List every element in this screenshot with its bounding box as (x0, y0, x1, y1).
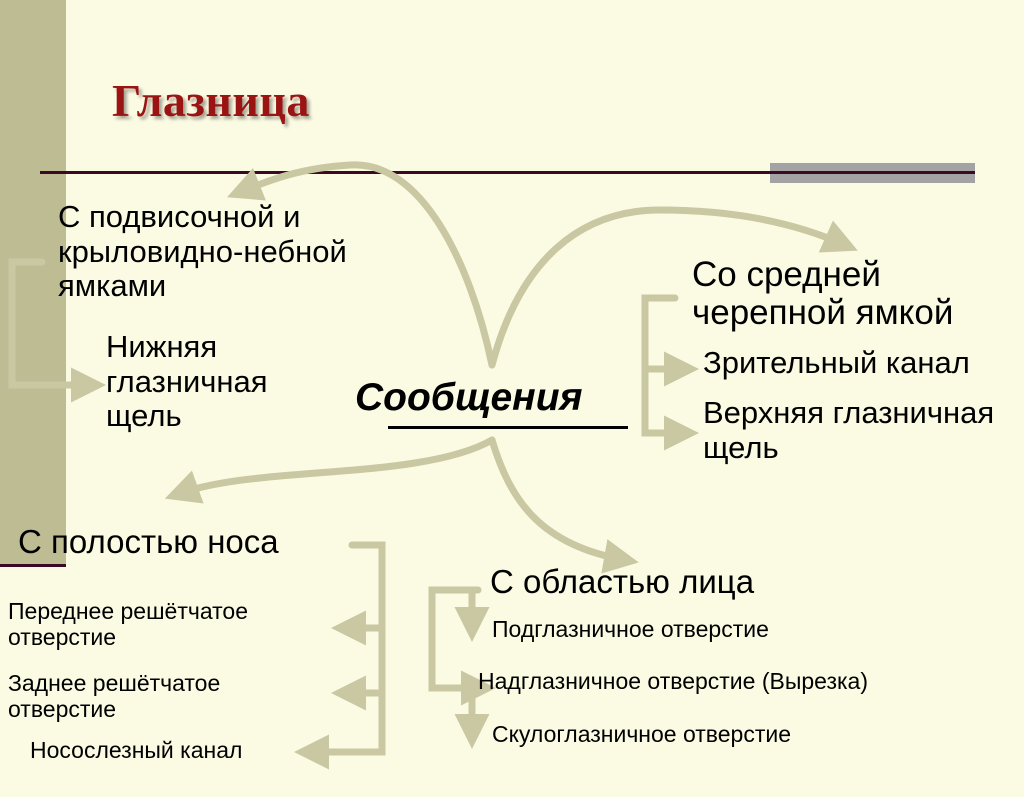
node-superior-fissure: Верхняя глазничная щель (703, 395, 995, 465)
node-infraorbital: Подглазничное отверстие (492, 616, 769, 642)
arrow-to-middle-fossa (488, 206, 858, 369)
node-optic-canal: Зрительный канал (703, 345, 970, 380)
node-posterior-ethmoidal: Заднее решётчатое отверстие (8, 670, 221, 723)
bracket-infratemporal (8, 258, 106, 403)
title-rule (40, 171, 975, 174)
node-anterior-ethmoidal: Переднее решётчатое отверстие (8, 598, 248, 651)
node-face: С областью лица (490, 563, 755, 600)
arrow-to-face (488, 436, 639, 574)
bracket-nasal-cavity (294, 541, 386, 770)
node-inferior-fissure: Нижняя глазничная щель (106, 329, 268, 434)
node-middle-fossa: Со средней черепной ямкой (692, 255, 954, 332)
node-infratemporal: С подвисочной и крыловидно-небной ямками (58, 199, 347, 304)
node-nasolacrimal: Носослезный канал (30, 737, 243, 763)
center-underline (388, 426, 628, 429)
node-zygomatico-orbital: Скулоглазничное отверстие (492, 721, 792, 747)
arrow-to-nasal-cavity (164, 436, 496, 504)
arrow-to-infratemporal (227, 161, 496, 369)
center-node: Сообщения (355, 376, 583, 419)
slide-title: Глазница (112, 75, 310, 126)
bracket-face (428, 586, 496, 706)
sidebar-divider (0, 564, 66, 567)
node-supraorbital: Надглазничное отверстие (Вырезка) (478, 668, 869, 694)
node-nasal-cavity: С полостью носа (18, 523, 279, 560)
